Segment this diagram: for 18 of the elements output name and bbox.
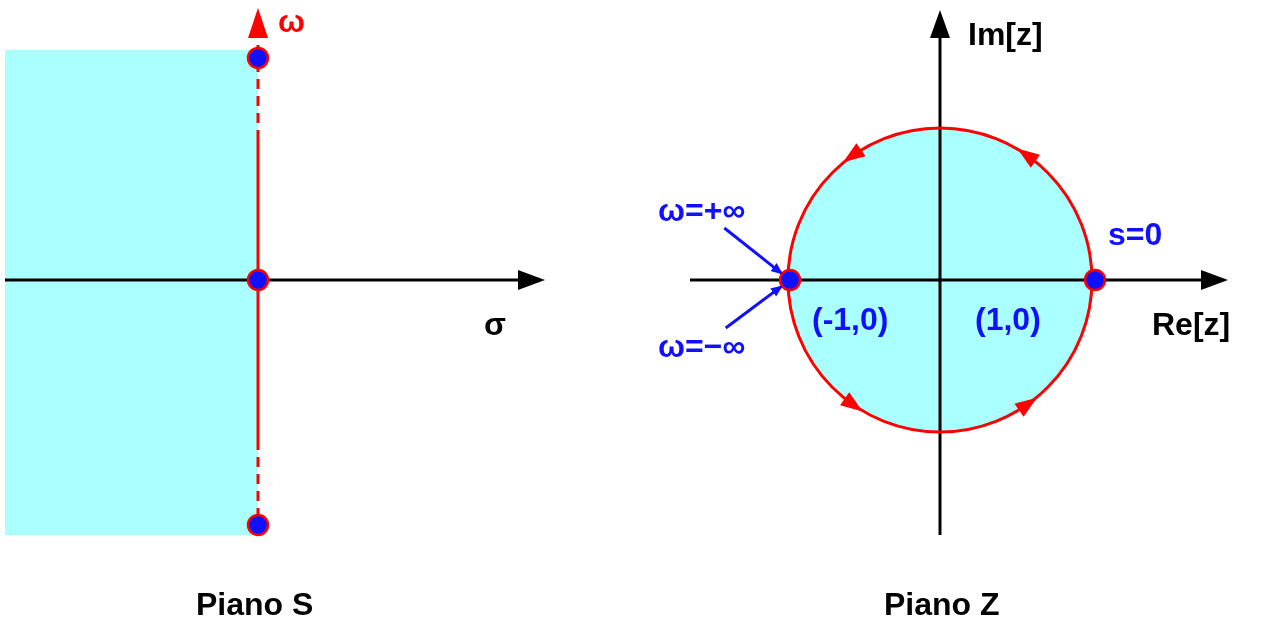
point-marker <box>246 513 270 537</box>
point-marker <box>778 268 802 292</box>
leader-arrow <box>724 285 783 330</box>
point-label: ω=−∞ <box>658 330 746 362</box>
plane-title: Piano Z <box>884 588 1000 620</box>
point-marker <box>1083 268 1107 292</box>
point-label: s=0 <box>1108 218 1163 250</box>
axis-label: σ <box>484 308 506 340</box>
leader-arrow <box>723 226 783 275</box>
point-label: ω=+∞ <box>658 194 746 226</box>
point-label: (1,0) <box>975 303 1041 335</box>
plane-title: Piano S <box>196 588 314 620</box>
point-marker <box>246 268 270 292</box>
axis-label: Re[z] <box>1152 308 1231 340</box>
point-marker <box>246 46 270 70</box>
axis-label: ω <box>278 5 306 37</box>
axis-label: Im[z] <box>968 18 1043 50</box>
point-label: (-1,0) <box>812 303 889 335</box>
